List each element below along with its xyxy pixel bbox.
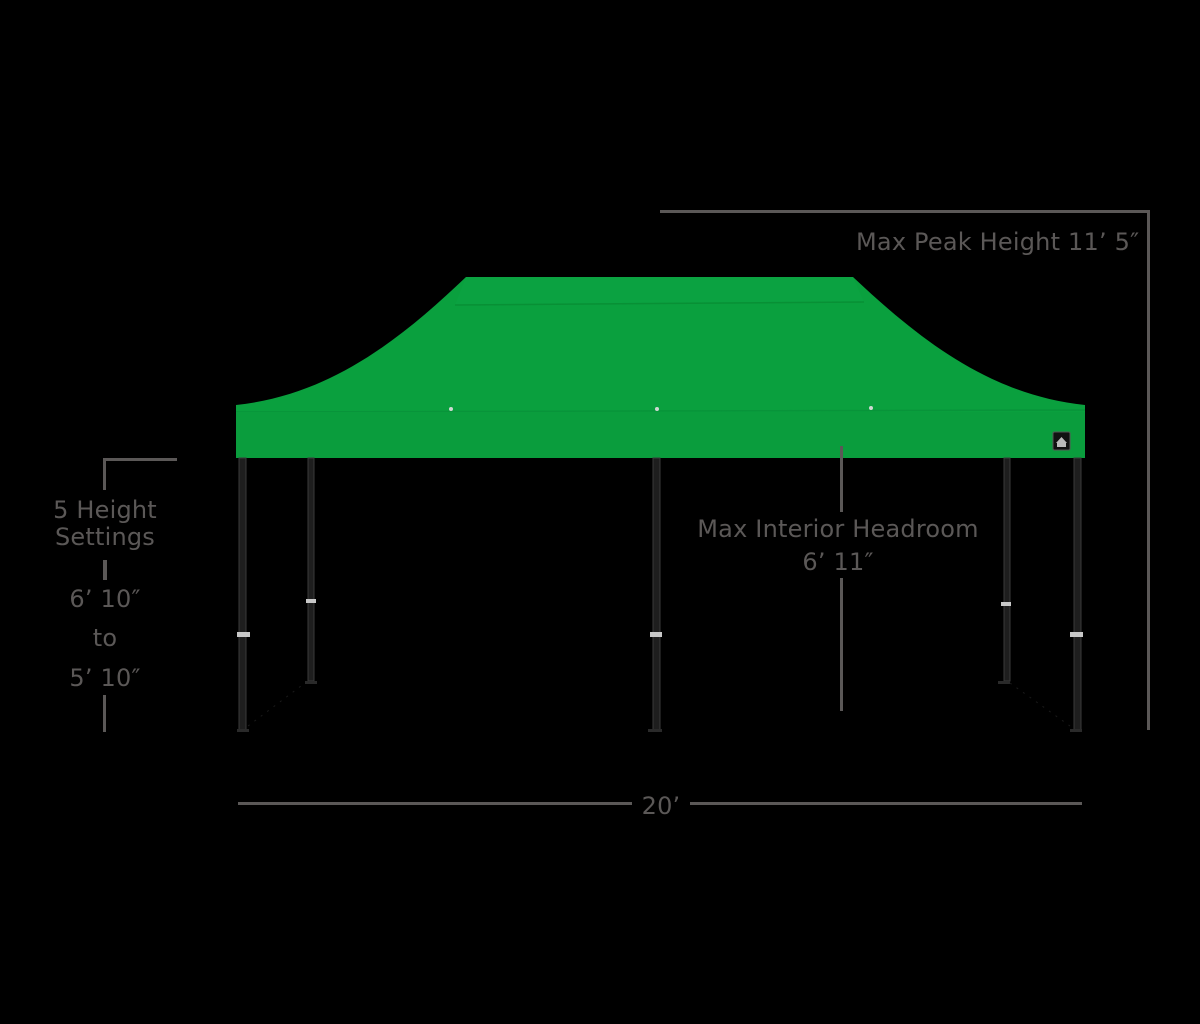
height-to-label: to (92, 624, 118, 652)
front-left-leg (238, 457, 247, 731)
headroom-label-line1: Max Interior Headroom (697, 515, 979, 543)
height-min-label: 5’ 10″ (69, 664, 141, 692)
height-settings-vertical-top (103, 458, 106, 490)
front-center-leg (652, 457, 661, 731)
tent-legs (238, 457, 1082, 731)
peak-height-top-line (660, 210, 1150, 213)
height-settings-top-line (103, 458, 177, 461)
canopy-roof (235, 277, 1086, 458)
width-line-left (238, 802, 632, 805)
height-settings-vertical-mid (103, 560, 107, 580)
headroom-line-bottom (840, 578, 843, 711)
height-settings-vertical-bottom (103, 695, 106, 732)
headroom-label-line2: 6’ 11″ (802, 548, 874, 576)
rear-left-leg (307, 457, 315, 682)
peak-height-label: Max Peak Height 11’ 5″ (856, 228, 1140, 256)
width-label: 20’ (641, 792, 681, 820)
headroom-line-top (840, 446, 843, 512)
height-max-label: 6’ 10″ (69, 585, 141, 613)
front-right-leg (1073, 457, 1082, 731)
peak-height-vertical-line (1147, 210, 1150, 730)
height-settings-label-line2: Settings (54, 523, 156, 551)
width-line-right (690, 802, 1082, 805)
height-settings-label-line1: 5 Height (53, 496, 157, 524)
rear-right-leg (1003, 457, 1011, 682)
house-logo-badge-icon (1052, 431, 1071, 451)
